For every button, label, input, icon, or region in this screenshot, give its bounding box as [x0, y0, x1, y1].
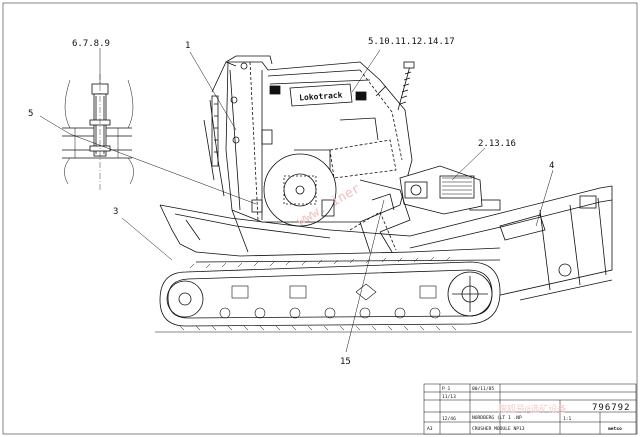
main-frame	[195, 199, 501, 263]
hopper-walls	[203, 55, 273, 197]
company-logo-text: metso	[608, 426, 622, 432]
tension-spring-assembly	[375, 61, 415, 111]
impact-crusher-body	[225, 61, 413, 227]
callout-5: 5	[28, 109, 33, 119]
title-block-scale: 1:1	[563, 416, 572, 422]
machine-plate: Lokotrack	[289, 83, 353, 107]
crawler-track	[159, 256, 501, 331]
title-block-desc-line1: NORDBERG (LT 1 .NP	[472, 415, 522, 421]
title-block-sheet: A3	[427, 426, 433, 432]
callout-15: 15	[340, 357, 351, 367]
callout-6-7-8-9: 6.7.8.9	[72, 39, 110, 49]
title-block-code1: 11/13	[442, 394, 456, 400]
title-block	[423, 383, 637, 435]
title-block-row1: P 1	[442, 386, 451, 392]
title-block-desc-line2: CRUSHER MODULE NP13	[472, 426, 525, 432]
callout-1: 1	[185, 41, 190, 51]
power-unit	[359, 165, 483, 233]
drawing-number: 796792	[592, 403, 631, 413]
machine-plate-text: Lokotrack	[299, 90, 343, 102]
detail-bolt-view	[62, 74, 134, 190]
callout-5-10-17: 5.10.11.12.14.17	[368, 37, 455, 47]
callout-2-13-16: 2.13.16	[478, 139, 516, 149]
watermark-source: 搜狐号@选矿设备	[498, 403, 566, 415]
title-block-code2: 12/46	[442, 416, 456, 422]
feed-conveyor	[159, 204, 411, 253]
callout-3: 3	[113, 207, 118, 217]
leader-lines	[39, 48, 554, 353]
callout-4: 4	[549, 161, 554, 171]
title-block-date: 00/11/05	[472, 386, 494, 392]
